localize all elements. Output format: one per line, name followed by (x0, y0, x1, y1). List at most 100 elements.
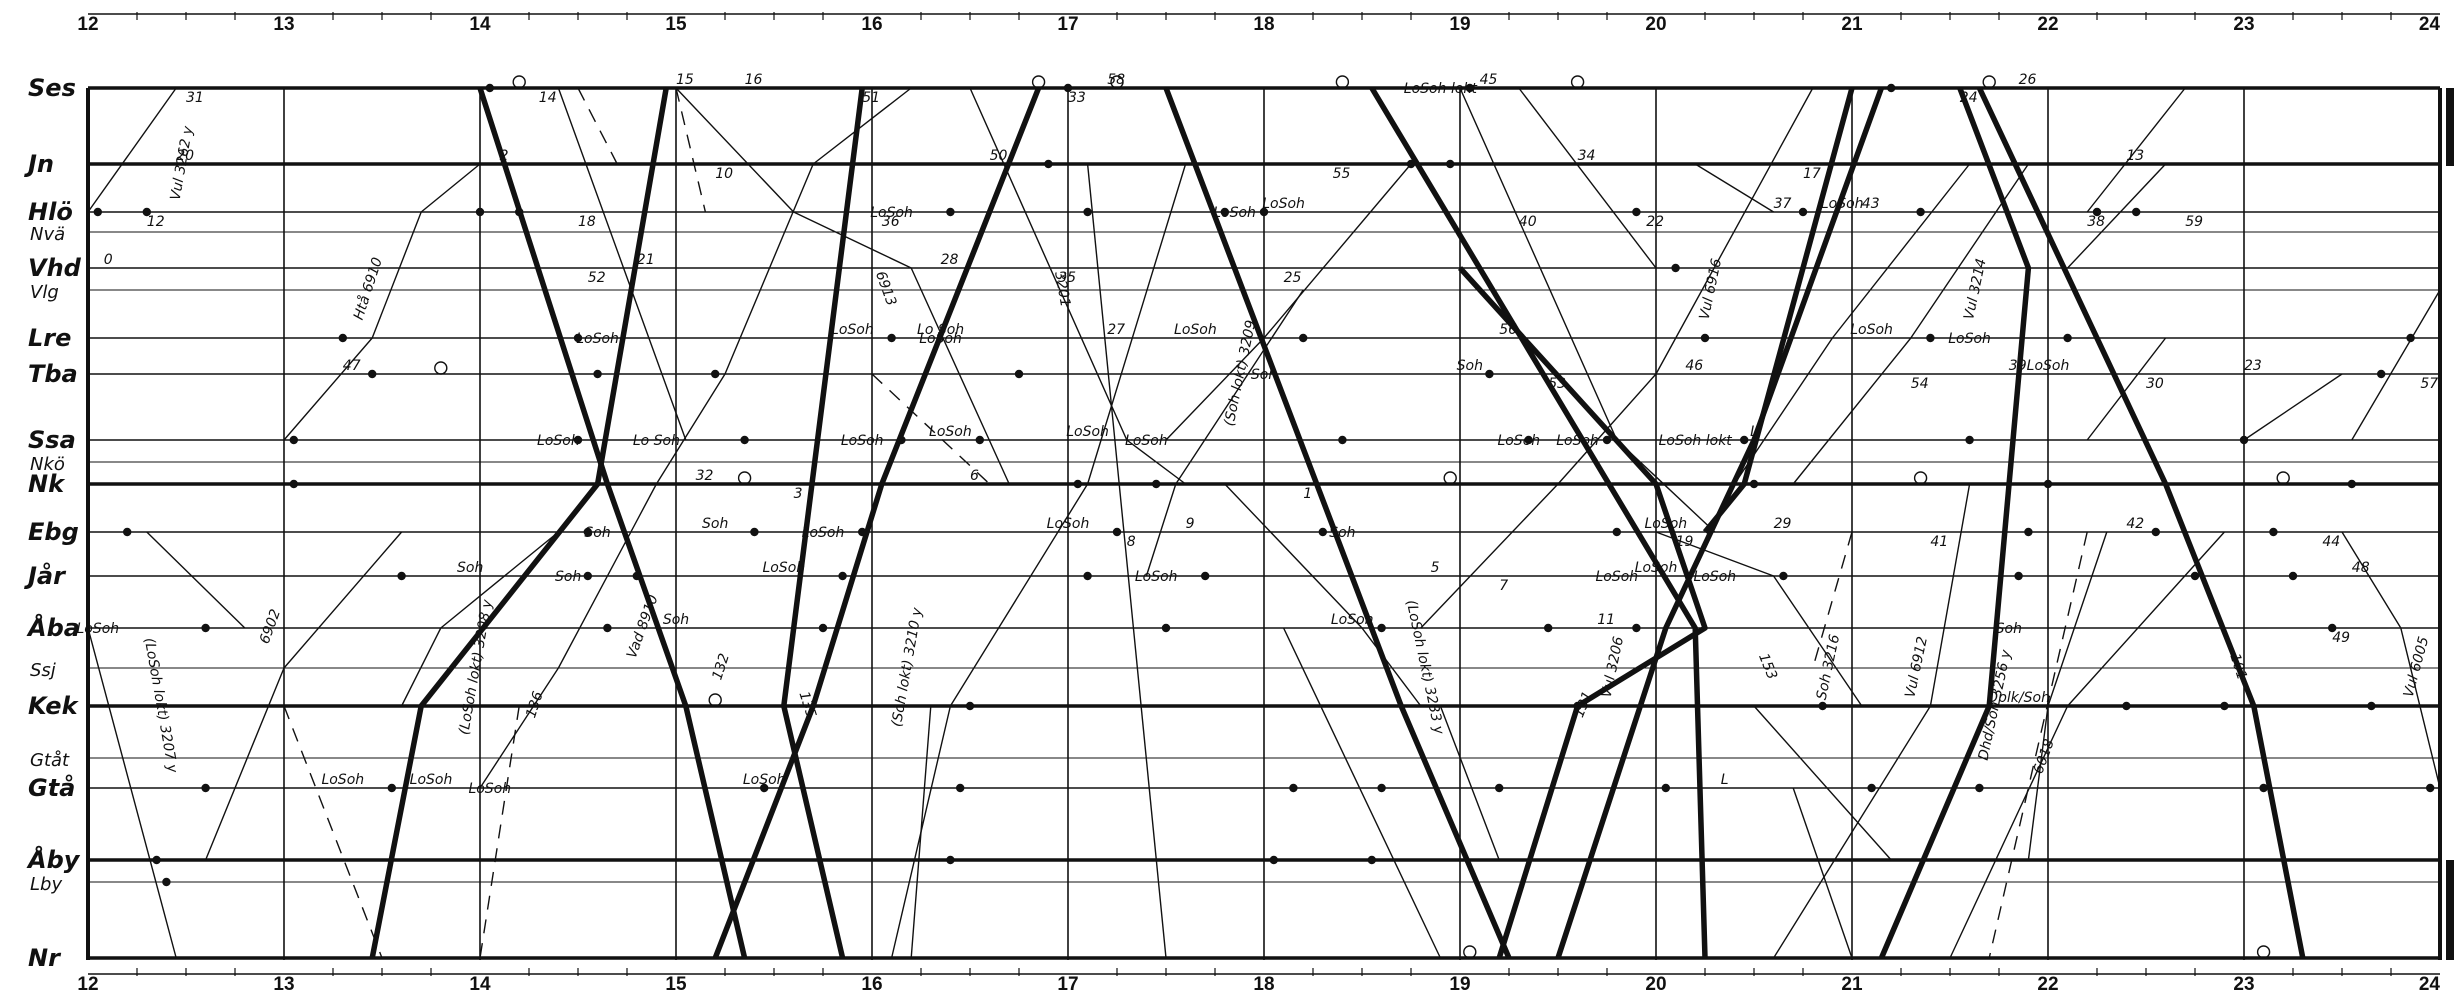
stop-dot (1259, 207, 1269, 217)
minute-mark: 29 (1774, 516, 1792, 532)
train-number-6912: Vul 6912 (1902, 635, 1931, 699)
stop-dot (1152, 479, 1161, 489)
train-path (2086, 87, 2186, 213)
stop-dot (1318, 527, 1328, 537)
stop-dot (887, 333, 896, 343)
station-label-18: Gtå (28, 773, 75, 802)
hour-label-bottom: 22 (2037, 974, 2058, 995)
stop-dot (1083, 571, 1092, 581)
crossing-ring (1570, 75, 1585, 89)
stop-label: LoSoh (831, 322, 874, 338)
hour-label-bottom: 13 (273, 974, 294, 995)
train-path (1655, 531, 1863, 707)
express-train-path (477, 87, 748, 959)
stop-dot (1700, 333, 1710, 343)
stop-label: LoSoh (1644, 516, 1687, 532)
stop-label: LoSoh (576, 331, 619, 347)
station-label-3: Hlö (28, 198, 73, 226)
train-path (1792, 787, 1853, 959)
stop-label: LoSoh lokt (1404, 81, 1478, 97)
crossing-ring (1031, 75, 1046, 89)
stop-dot (1485, 369, 1494, 379)
hour-label-top: 21 (1841, 14, 1863, 35)
train-number-6902: 6902 (257, 607, 284, 646)
minute-mark: 10 (715, 166, 733, 182)
train-path (1753, 705, 1892, 861)
crossing-ring (1982, 75, 1996, 89)
stop-dot (368, 369, 377, 379)
train-number-153: 153 (1755, 651, 1780, 682)
minute-mark: 20 (176, 148, 194, 164)
stop-label: LoSoh (1135, 569, 1178, 585)
minute-mark: 27 (1107, 322, 1125, 338)
hour-label-top: 24 (2419, 14, 2441, 35)
stop-label: Soh (457, 560, 483, 576)
minute-mark: 8 (1127, 534, 1136, 550)
stop-label: LoSoh (929, 424, 972, 440)
stop-dot (1495, 783, 1504, 793)
train-path (1145, 289, 1304, 577)
stop-dot (2269, 527, 2278, 537)
express-train-path (781, 87, 865, 959)
stop-label: LoSoh (1174, 322, 1217, 338)
stop-label: LoSoh (1948, 331, 1991, 347)
minute-mark: 45 (1480, 72, 1498, 88)
express-train-path (1702, 87, 1855, 534)
station-label-14: Åba (26, 613, 80, 642)
stop-label: Soh (1996, 621, 2022, 637)
edge-bar (2446, 88, 2454, 166)
minute-mark: 6 (970, 468, 979, 484)
stop-label: Lo Soh (917, 322, 964, 338)
stop-label: LoSoh (1213, 205, 1256, 221)
train-path (283, 163, 481, 441)
minute-mark: 36 (882, 214, 900, 230)
train-number-3214: Vul 3214 (1961, 257, 1990, 321)
stop-dot (1269, 855, 1279, 865)
minute-mark: 15 (676, 72, 694, 88)
minute-mark: 31 (186, 90, 204, 106)
express-train-path (1555, 87, 1884, 959)
stop-label: Soh (555, 569, 581, 585)
train-path (557, 87, 687, 441)
minute-mark: 11 (1597, 612, 1615, 628)
train-paths (87, 75, 2441, 960)
minute-mark: 59 (2185, 214, 2203, 230)
minute-mark: 35 (1058, 270, 1076, 286)
train-path (1282, 627, 1442, 959)
train-path (146, 531, 246, 629)
train-path (2243, 373, 2343, 441)
stop-label: Dplk/Soh (1987, 690, 2050, 706)
train-path (2351, 289, 2441, 441)
hour-label-top: 19 (1449, 14, 1470, 35)
edge-bar (2446, 860, 2454, 960)
crossing-ring (512, 75, 526, 89)
minute-mark: 54 (1911, 376, 1929, 392)
station-label-16: Kek (28, 692, 80, 720)
stop-label: L (1750, 424, 1758, 440)
hour-grid (86, 12, 2454, 976)
stop-label: LoSoh (2027, 358, 2070, 374)
train-path (1773, 483, 1971, 959)
train-path (2067, 163, 2167, 269)
train-path (871, 373, 991, 485)
train-number-6910: Htå 6910 (350, 255, 386, 322)
station-label-10: Nkö (30, 454, 65, 475)
stop-label: Lo Soh (633, 433, 680, 449)
station-label-19: Åby (26, 845, 81, 874)
train-number-3208: (LoSoh lokt) 3208 y (456, 598, 496, 736)
train-path (1224, 483, 1422, 707)
stop-dot (750, 527, 759, 537)
stop-dot (1014, 369, 1024, 379)
stop-dot (2132, 207, 2141, 217)
minute-mark: 0 (104, 252, 113, 268)
stop-dot (201, 623, 210, 633)
stop-annotations: LoSohLoSohLoSohLoSohLoSohSohSohSohSohSoh… (76, 81, 2069, 797)
hour-label-top: 16 (861, 14, 882, 35)
train-path (910, 705, 932, 959)
hour-label-bottom: 14 (469, 974, 491, 995)
minute-mark: 51 (862, 90, 880, 106)
stop-dot (1632, 623, 1641, 633)
minute-mark: 37 (1774, 196, 1792, 212)
stop-dot (1916, 207, 1925, 217)
